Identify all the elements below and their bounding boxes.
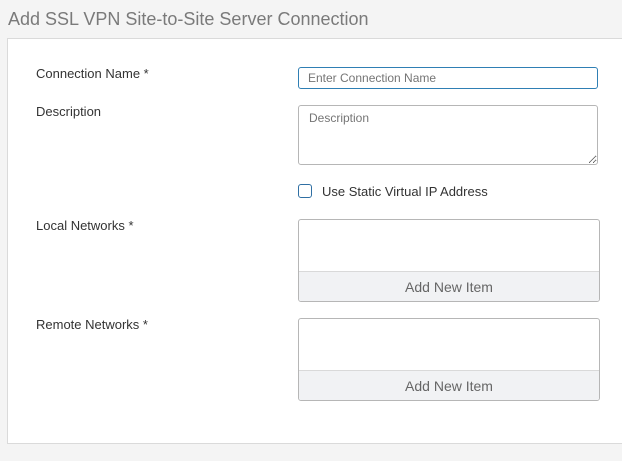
- remote-networks-items: [299, 319, 599, 370]
- local-networks-label: Local Networks *: [36, 218, 134, 233]
- local-networks-list[interactable]: Add New Item: [298, 219, 600, 302]
- static-ip-checkbox[interactable]: [298, 184, 312, 198]
- description-textarea[interactable]: [298, 105, 598, 165]
- remote-networks-add-button[interactable]: Add New Item: [299, 370, 599, 400]
- description-label: Description: [36, 104, 102, 119]
- connection-name-label: Connection Name *: [36, 66, 149, 81]
- local-networks-add-button[interactable]: Add New Item: [299, 271, 599, 301]
- remote-networks-list[interactable]: Add New Item: [298, 318, 600, 401]
- remote-networks-label: Remote Networks *: [36, 317, 148, 332]
- static-ip-label[interactable]: Use Static Virtual IP Address: [322, 184, 488, 199]
- page-title: Add SSL VPN Site-to-Site Server Connecti…: [8, 9, 369, 29]
- local-networks-items: [299, 220, 599, 271]
- connection-name-input[interactable]: [298, 67, 598, 89]
